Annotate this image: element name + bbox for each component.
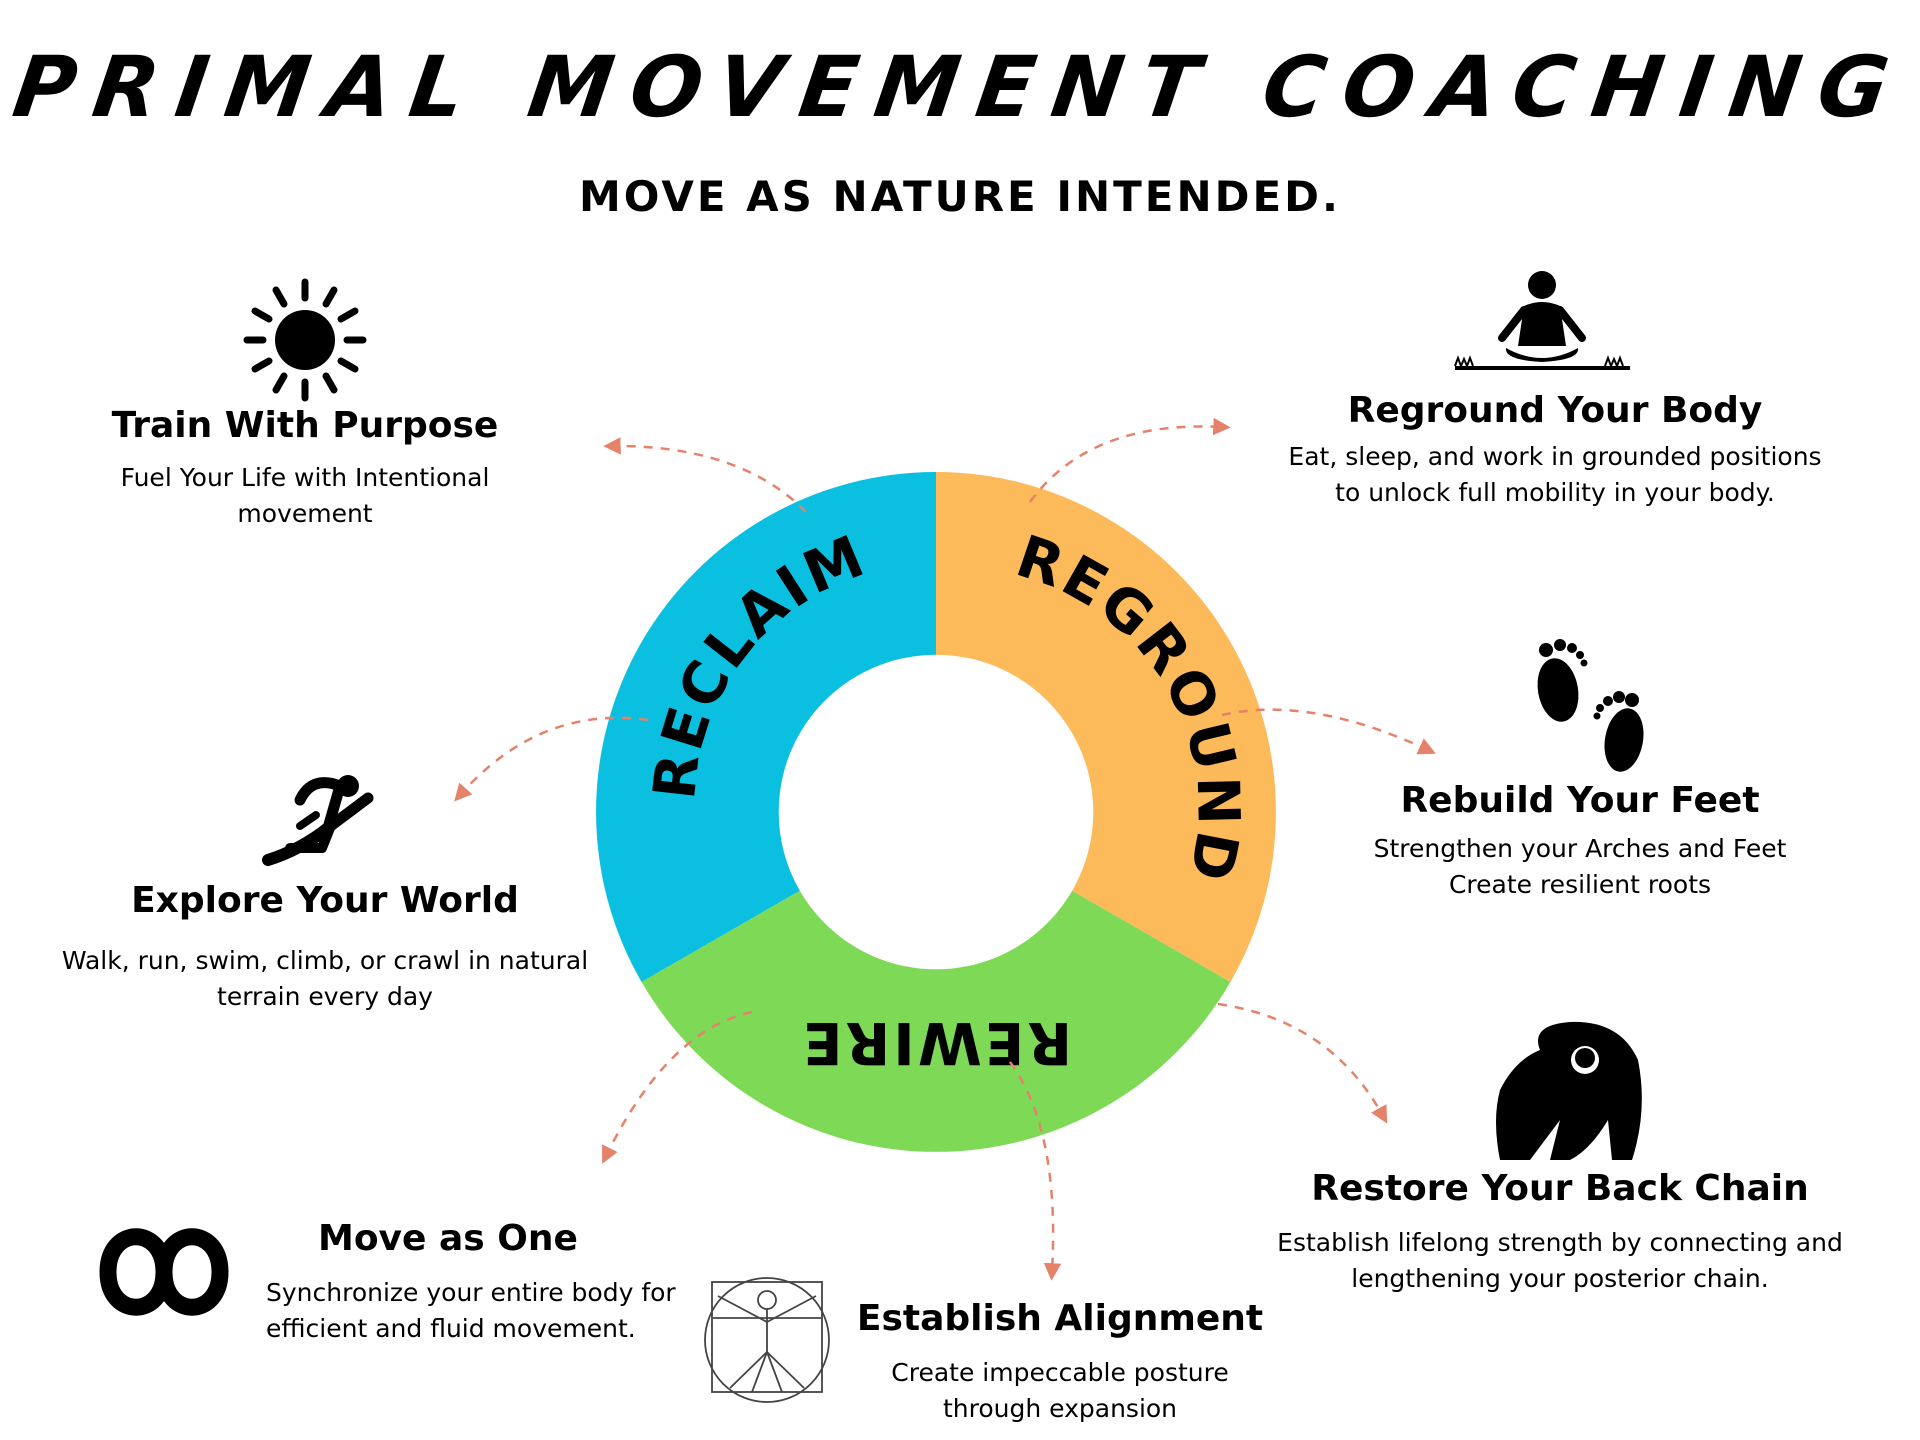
ring-segment-reclaim <box>596 472 936 982</box>
block-description-line: Create resilient roots <box>1448 870 1712 899</box>
block-description-line: Establish lifelong strength by connectin… <box>1277 1228 1843 1257</box>
arrow-to-reground-body <box>1028 417 1231 503</box>
block-description-line: Synchronize your entire body for <box>266 1278 676 1307</box>
block-restore-your-back-chain: Restore Your Back Chain Establish lifelo… <box>1240 1168 1880 1297</box>
block-title: Train With Purpose <box>111 405 499 446</box>
block-move-as-one: Move as One Synchronize your entire body… <box>266 1218 706 1347</box>
block-title: Establish Alignment <box>856 1298 1264 1339</box>
arrow-to-feet <box>1221 708 1436 755</box>
block-description: Fuel Your Life with Intentional movement <box>120 463 490 528</box>
sun-icon <box>243 278 367 402</box>
arrow-to-move-one <box>602 1010 753 1164</box>
page-subtitle: MOVE AS NATURE INTENDED. <box>578 172 1341 221</box>
block-description-line: lengthening your posterior chain. <box>1351 1264 1769 1293</box>
block-description-line: Create impeccable posture <box>891 1358 1229 1387</box>
block-title: Move as One <box>318 1218 578 1259</box>
meditation-icon <box>1454 271 1630 370</box>
block-description-line: terrain every day <box>217 982 433 1011</box>
infinity-icon <box>99 1228 229 1316</box>
gorilla-icon <box>1496 1021 1642 1160</box>
block-title: Reground Your Body <box>1347 390 1763 431</box>
block-description-line: Eat, sleep, and work in grounded positio… <box>1288 442 1822 471</box>
arrow-to-explore <box>454 716 649 802</box>
arrow-to-train <box>603 437 807 513</box>
block-description-line: through expansion <box>942 1394 1178 1423</box>
block-title: Explore Your World <box>131 880 519 921</box>
block-rebuild-your-feet: Rebuild Your Feet Strengthen your Arches… <box>1330 780 1830 903</box>
ring-segment-reground <box>936 472 1276 982</box>
arrow-to-back <box>1217 1002 1388 1124</box>
block-description-line: to unlock full mobility in your body. <box>1335 478 1775 507</box>
block-description-line: efficient and fluid movement. <box>266 1314 636 1343</box>
block-explore-your-world: Explore Your World Walk, run, swim, clim… <box>55 880 595 1015</box>
runner-icon <box>262 775 374 866</box>
block-title: Restore Your Back Chain <box>1311 1168 1809 1209</box>
block-title: Rebuild Your Feet <box>1400 780 1760 821</box>
arrow-to-alignment <box>1008 1061 1062 1281</box>
block-reground-your-body: Reground Your Body Eat, sleep, and work … <box>1255 390 1855 511</box>
ring-segment-rewire <box>641 890 1231 1152</box>
block-description-line: Strengthen your Arches and Feet <box>1373 834 1787 863</box>
block-establish-alignment: Establish Alignment Create impeccable po… <box>850 1298 1270 1427</box>
block-train-with-purpose: Train With Purpose Fuel Your Life with I… <box>75 405 535 532</box>
block-description-line: Walk, run, swim, climb, or crawl in natu… <box>61 946 589 975</box>
vitruvian-man-icon <box>704 1277 830 1403</box>
ring-label-rewire: REWIRE <box>800 1009 1072 1077</box>
footprints-icon <box>1537 639 1644 772</box>
